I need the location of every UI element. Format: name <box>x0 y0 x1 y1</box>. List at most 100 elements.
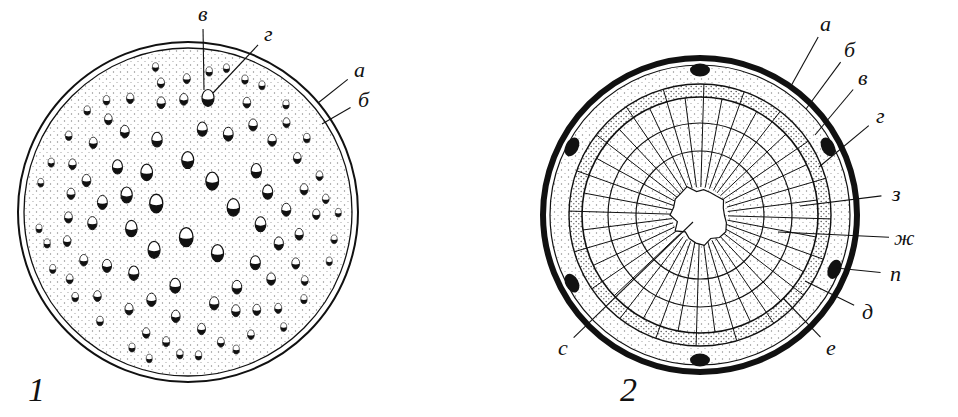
medullary-ray <box>719 235 781 301</box>
vascular-bundle <box>72 292 79 301</box>
vascular-bundle <box>121 187 132 203</box>
vascular-bundle <box>247 330 254 340</box>
fiber-cap <box>690 64 710 77</box>
medullary-ray <box>614 234 680 296</box>
medullary-ray <box>713 112 756 191</box>
vascular-bundle <box>126 220 138 236</box>
part-letter: д <box>860 300 875 324</box>
vascular-bundle <box>94 291 102 302</box>
vascular-bundle <box>65 131 72 140</box>
fiber-cap <box>818 135 839 159</box>
vascular-bundle <box>157 78 164 88</box>
vascular-bundle <box>250 256 260 270</box>
vascular-bundle <box>171 310 180 322</box>
medullary-ray <box>725 165 806 203</box>
vascular-bundle <box>301 276 308 286</box>
vascular-bundle <box>97 195 107 209</box>
part-letter: б <box>356 88 371 112</box>
part-letter: в <box>196 2 210 26</box>
vascular-bundle <box>206 172 219 190</box>
vascular-bundle <box>67 188 75 199</box>
vascular-bundle <box>66 274 73 284</box>
vascular-bundle <box>36 224 42 233</box>
vascular-bundle <box>281 323 287 332</box>
medullary-ray <box>643 240 686 319</box>
leader-line <box>806 62 841 109</box>
cortex <box>550 65 850 365</box>
vascular-bundle <box>125 303 133 315</box>
figure-number: 1 <box>26 372 47 408</box>
vascular-bundle <box>268 134 276 146</box>
part-letter: б <box>842 38 857 62</box>
vascular-bundle <box>44 239 50 248</box>
vascular-bundle <box>283 100 289 109</box>
vascular-bundle <box>84 106 91 115</box>
vascular-bundle <box>274 237 283 250</box>
medullary-ray <box>678 243 695 331</box>
medullary-ray <box>722 232 803 295</box>
medullary-ray <box>619 129 681 195</box>
vascular-bundle <box>223 64 229 73</box>
vascular-bundle <box>301 295 307 304</box>
leader-lines <box>203 29 889 338</box>
vascular-bundle <box>326 257 332 266</box>
medullary-ray <box>696 243 699 346</box>
medullary-ray <box>720 134 786 196</box>
vascular-bundle <box>232 305 241 317</box>
vascular-bundle <box>292 258 300 269</box>
vascular-bundle <box>152 63 158 72</box>
vascular-bundle <box>253 304 261 315</box>
vascular-bundle <box>63 236 71 247</box>
vascular-bundle <box>293 152 301 163</box>
medullary-ray <box>593 227 674 265</box>
vascular-bundle <box>249 119 258 131</box>
vascular-bundle <box>255 217 266 232</box>
medullary-ray <box>727 178 826 207</box>
annual-ring <box>636 151 764 279</box>
medullary-ray <box>725 228 804 271</box>
part-letter: ж <box>892 226 916 250</box>
vascular-bundle <box>197 122 207 136</box>
medullary-ray <box>705 99 722 187</box>
medullary-ray <box>704 243 715 332</box>
vascular-bundle <box>163 337 170 347</box>
vascular-bundle <box>259 81 265 90</box>
vascular-bundle <box>103 95 110 105</box>
vascular-bundle <box>212 245 224 262</box>
vascular-bundle <box>243 97 251 108</box>
vascular-bundle <box>295 228 303 240</box>
fiber-cap <box>825 258 845 281</box>
vascular-bundle <box>275 303 282 313</box>
vascular-bundle <box>126 93 133 104</box>
vascular-bundle <box>206 67 213 76</box>
part-letter: з <box>890 182 903 206</box>
vascular-bundle <box>120 125 129 138</box>
leader-line <box>318 79 348 103</box>
vascular-bundle <box>316 171 323 181</box>
fiber-cap <box>690 354 710 367</box>
vascular-bundle <box>80 254 88 266</box>
vascular-bundle <box>150 194 163 212</box>
medullary-ray <box>728 216 831 219</box>
vascular-bundle <box>152 132 162 147</box>
leader-line <box>202 29 204 90</box>
leader-line <box>800 196 881 206</box>
monocot-stem-section <box>18 42 358 382</box>
vascular-bundle <box>177 350 184 359</box>
vascular-bundle <box>141 164 153 180</box>
vascular-bundle <box>89 137 97 148</box>
vascular-bundle <box>251 163 261 178</box>
leader-line <box>791 37 818 86</box>
vascular-bundle <box>313 209 320 219</box>
vascular-bundle <box>129 343 135 352</box>
vascular-bundle <box>210 297 219 310</box>
leader-line <box>213 45 258 93</box>
part-letter: е <box>824 336 838 360</box>
part-letter: а <box>818 12 833 36</box>
phloem <box>569 84 831 346</box>
part-letter: г <box>874 104 887 128</box>
leader-line <box>783 298 821 337</box>
vascular-bundle <box>283 118 290 128</box>
vascular-bundle <box>157 97 165 109</box>
medullary-ray <box>597 158 676 201</box>
